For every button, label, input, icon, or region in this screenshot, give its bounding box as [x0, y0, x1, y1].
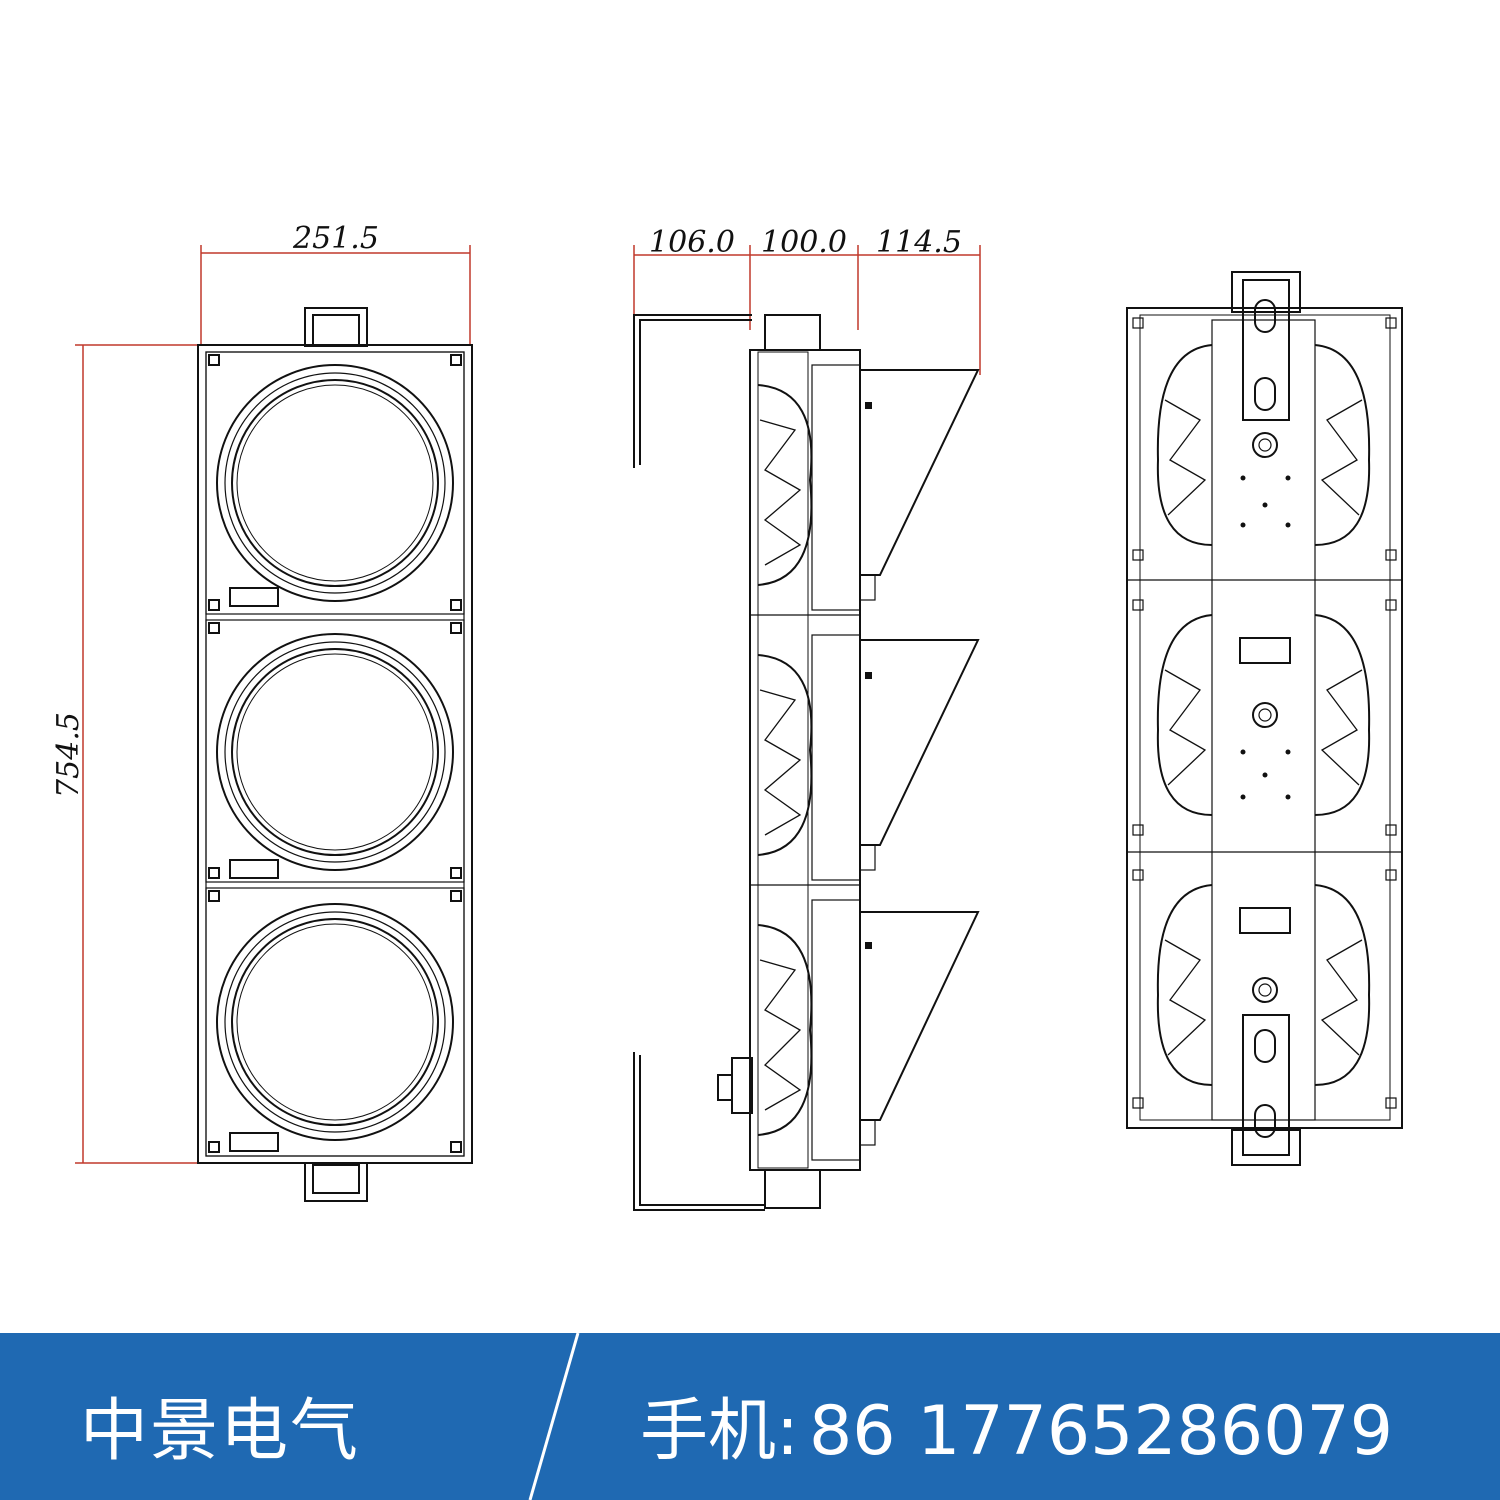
side-section-middle — [757, 634, 980, 881]
front-width-label: 251.5 — [292, 221, 379, 256]
phone-separator: : — [776, 1392, 799, 1471]
side-dim-1-label: 106.0 — [649, 225, 735, 260]
banner-divider — [528, 1333, 580, 1500]
side-section-top — [757, 364, 980, 611]
rear-lens-row-middle — [1156, 614, 1371, 816]
front-height-label: 754.5 — [51, 712, 86, 798]
front-module-bottom — [205, 887, 465, 1157]
side-dim-2-label: 100.0 — [761, 225, 847, 260]
front-module-top — [205, 351, 465, 615]
side-view — [633, 245, 981, 1211]
front-width-dimension — [200, 245, 471, 345]
phone-contact: 手机:86 17765286079 — [640, 1375, 1393, 1474]
side-dim-3-label: 114.5 — [876, 225, 962, 260]
side-dimensions — [633, 245, 981, 375]
phone-number: 86 17765286079 — [808, 1392, 1393, 1471]
front-view — [75, 245, 473, 1202]
phone-label: 手机 — [640, 1392, 777, 1471]
technical-drawing: 251.5 754.5 — [51, 221, 1403, 1211]
front-height-dimension — [75, 344, 200, 1164]
rear-view — [1126, 271, 1403, 1166]
side-section-bottom — [717, 899, 980, 1161]
rear-lens-row-top — [1156, 344, 1371, 546]
company-name: 中景电气 — [80, 1392, 361, 1471]
front-module-middle — [205, 619, 465, 883]
contact-banner — [0, 1333, 1500, 1500]
rear-lens-row-bottom — [1156, 884, 1371, 1086]
